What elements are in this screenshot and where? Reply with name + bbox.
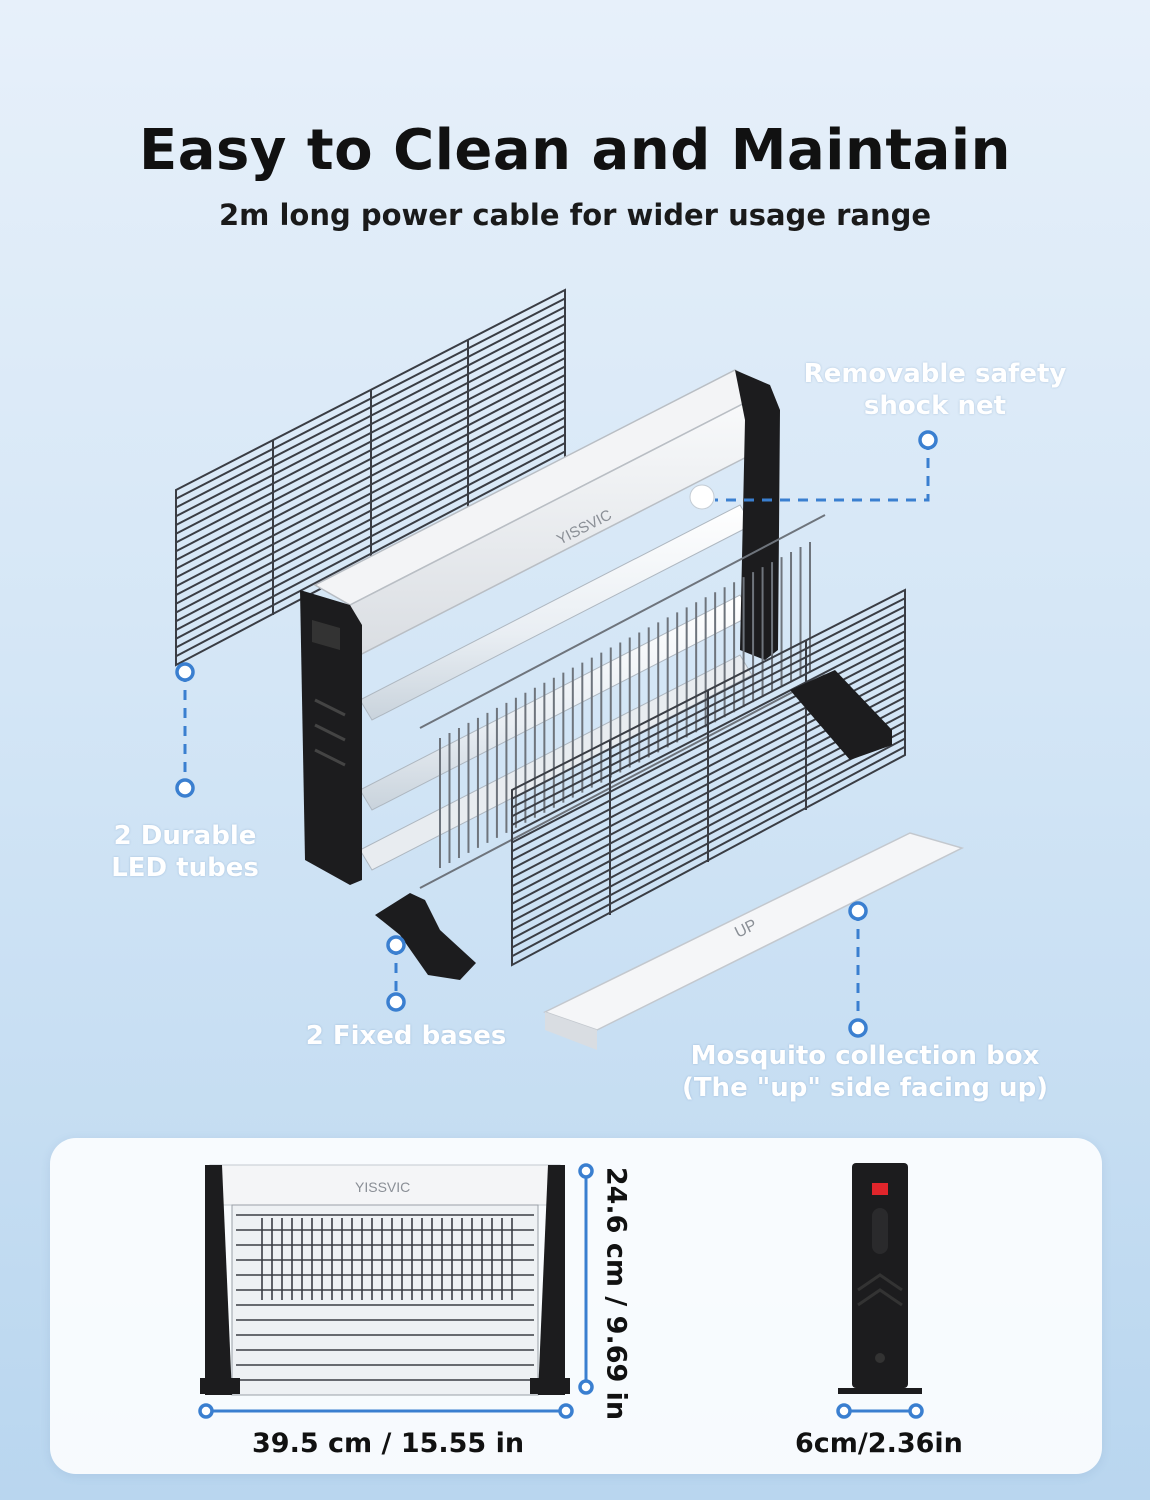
side-view [838,1163,922,1394]
front-view: YISSVIC [200,1164,570,1396]
depth-dimension: 6cm/2.36in [795,1428,963,1459]
safety-net-back [175,288,566,667]
power-switch-icon [872,1183,888,1195]
callout-collection-box-line1: Mosquito collection box [690,1041,1040,1071]
electric-grid [419,514,826,889]
collection-tray: UP [543,832,965,1050]
height-dimension: 24.6 cm / 9.69 in [600,1166,632,1421]
fixed-base-left [375,893,476,980]
callout-collection-box-line2: (The "up" side facing up) [681,1073,1049,1103]
callout-dots [175,430,938,1038]
fixed-base-right [790,670,892,760]
callout-fixed-bases: 2 Fixed bases [305,1021,507,1051]
exploded-product-illustration: YISSVIC UP [175,288,965,1050]
width-dimension: 39.5 cm / 15.55 in [252,1428,525,1459]
callout-safety-net: Removable safety shock net [803,359,1067,421]
front-brand-logo: YISSVIC [355,1179,410,1195]
callout-led-tubes: 2 Durable LED tubes [111,821,259,883]
page-subtitle: 2m long power cable for wider usage rang… [218,198,932,232]
page-title: Easy to Clean and Maintain [139,118,1011,183]
